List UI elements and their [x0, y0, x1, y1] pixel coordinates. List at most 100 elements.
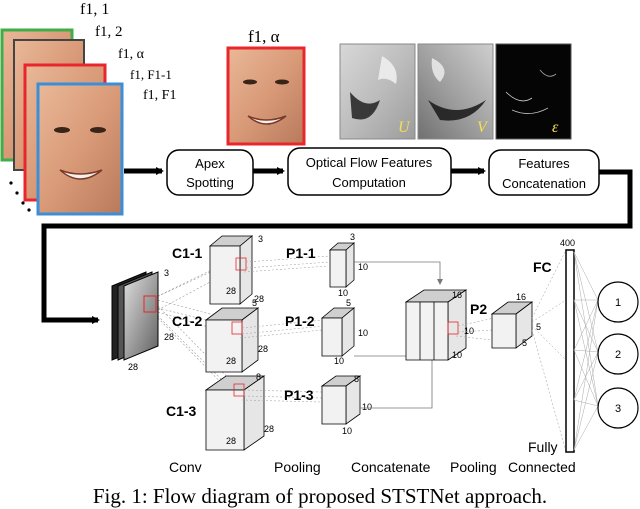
- c1-1-label: C1-1: [172, 245, 203, 261]
- conv-layer-c1-2: C1-2 5 28 28: [172, 298, 268, 373]
- p2-h: 5: [536, 322, 541, 332]
- apex-mouth: [247, 115, 287, 125]
- c1-1-h: 28: [226, 286, 236, 296]
- p1-1-h: 10: [358, 262, 368, 272]
- p1-3-h: 10: [362, 402, 372, 412]
- c1-2-depth: 5: [252, 298, 257, 308]
- frame-label: f1, 2: [95, 24, 123, 40]
- p1-1-w: 10: [338, 288, 348, 298]
- stage-pooling-2: Pooling: [450, 459, 497, 475]
- p1-2-h: 10: [358, 328, 368, 338]
- p1-3-label: P1-3: [284, 387, 314, 403]
- box-apex-line1: Apex: [195, 156, 225, 171]
- fc-size: 400: [560, 238, 575, 248]
- concat-volume: 16 10 10: [404, 289, 474, 361]
- frame-label: f1, F1-1: [130, 67, 172, 82]
- c1-2-w: 28: [258, 344, 268, 354]
- conv-layer-c1-3: C1-3 8 28 28: [166, 372, 274, 451]
- p1-3-w: 10: [342, 426, 352, 436]
- concat-depth: 16: [452, 290, 462, 300]
- stage-conv: Conv: [169, 459, 202, 475]
- p1-1-label: P1-1: [286, 245, 316, 261]
- input-w-label: 28: [128, 362, 138, 372]
- output-node-3: [597, 387, 639, 429]
- frame-labels: f1, 1 f1, 2 f1, α f1, F1-1 f1, F1: [80, 1, 176, 103]
- box-flow-line1: Optical Flow Features: [306, 155, 433, 170]
- p2-to-fc-lines: [531, 249, 567, 453]
- face-eye-left: [54, 127, 70, 133]
- output-node-1: [597, 281, 639, 323]
- box-concat-line2: Concatenation: [502, 176, 586, 191]
- output-label-3: 3: [615, 403, 621, 415]
- p1-3-depth: 8: [354, 374, 359, 384]
- flow-label-epsilon: ε: [552, 119, 559, 136]
- flow-image-u: U: [339, 43, 416, 140]
- stage-concatenate: Concatenate: [351, 459, 431, 475]
- fc-label: FC: [533, 259, 552, 275]
- pool-layer-p1-1: P1-1 3 10 10: [286, 232, 368, 298]
- flow-label-u: U: [398, 119, 411, 136]
- c1-3-h: 28: [226, 436, 236, 446]
- p2-label: P2: [470, 301, 487, 317]
- output-node-2: [597, 333, 639, 375]
- box-optical-flow: Optical Flow Features Computation: [287, 147, 452, 196]
- flow-image-epsilon: ε: [495, 43, 572, 140]
- box-features-concat: Features Concatenation: [488, 149, 600, 196]
- face-eye-right: [90, 127, 106, 133]
- stage-fully: Fully: [528, 439, 558, 455]
- input-h-label: 28: [164, 332, 174, 342]
- box-concat-line1: Features: [518, 156, 570, 171]
- conv-layer-c1-1: C1-1 3 28 28: [172, 234, 264, 305]
- c1-3-depth: 8: [256, 372, 261, 382]
- box-apex-line2: Spotting: [186, 175, 234, 190]
- input-volume: 3 28 28: [111, 268, 174, 372]
- box-apex-spotting: Apex Spotting: [166, 149, 254, 196]
- c1-3-w: 28: [264, 424, 274, 434]
- conv-to-pool-lines: [239, 255, 331, 403]
- apex-frame: f1, α: [226, 27, 306, 146]
- c1-1-w: 28: [254, 294, 264, 304]
- fc-to-output-lines: [573, 251, 599, 451]
- flow-label-v: V: [477, 119, 489, 136]
- flow-images: U V ε: [339, 43, 572, 140]
- p1-2-label: P1-2: [285, 313, 315, 329]
- c1-1-depth: 3: [258, 234, 263, 244]
- c1-2-h: 28: [226, 356, 236, 366]
- concat-h: 10: [464, 326, 474, 336]
- output-label-1: 1: [615, 297, 621, 309]
- face-mouth: [59, 169, 103, 180]
- process-row: Apex Spotting Optical Flow Features Comp…: [41, 147, 633, 324]
- box-flow-line2: Computation: [332, 175, 406, 190]
- output-label-2: 2: [615, 349, 621, 361]
- p1-2-w: 10: [334, 356, 344, 366]
- pool-layer-p1-2: P1-2 5 10 10: [285, 298, 368, 366]
- p1-2-depth: 5: [346, 298, 351, 308]
- flow-image-v: V: [417, 43, 494, 140]
- cnn-network: 3 28 28 C1-1 3 28 28 C1-2 5 28 28: [111, 232, 639, 475]
- p2-w: 5: [522, 338, 527, 348]
- stage-pooling-1: Pooling: [274, 459, 321, 475]
- apex-frame-label: f1, α: [248, 27, 280, 46]
- c1-2-label: C1-2: [172, 313, 203, 329]
- stage-connected: Connected: [508, 459, 576, 475]
- apex-eye-left: [243, 79, 257, 85]
- pool-layer-p1-3: P1-3 8 10 10: [284, 374, 372, 436]
- frame-stack: [0, 28, 124, 216]
- pool-layer-p2: P2 16 5 5: [470, 292, 541, 349]
- frame-label: f1, 1: [80, 1, 109, 18]
- concat-w: 10: [452, 350, 462, 360]
- arrow-concat-to-network: [41, 169, 633, 324]
- frame-label: f1, F1: [143, 88, 176, 103]
- apex-eye-right: [275, 79, 289, 85]
- input-depth-label: 3: [164, 268, 169, 278]
- stage-labels: Conv Pooling Concatenate Pooling Fully C…: [169, 439, 576, 475]
- frame-dots: [9, 181, 31, 212]
- fc-layer: FC 400: [533, 238, 575, 453]
- frame-label: f1, α: [118, 47, 145, 62]
- c1-3-label: C1-3: [166, 403, 197, 419]
- p2-depth: 16: [516, 292, 526, 302]
- output-nodes: 1 2 3: [597, 281, 639, 429]
- face-frame-blue: [36, 82, 124, 216]
- p1-1-depth: 3: [350, 232, 355, 242]
